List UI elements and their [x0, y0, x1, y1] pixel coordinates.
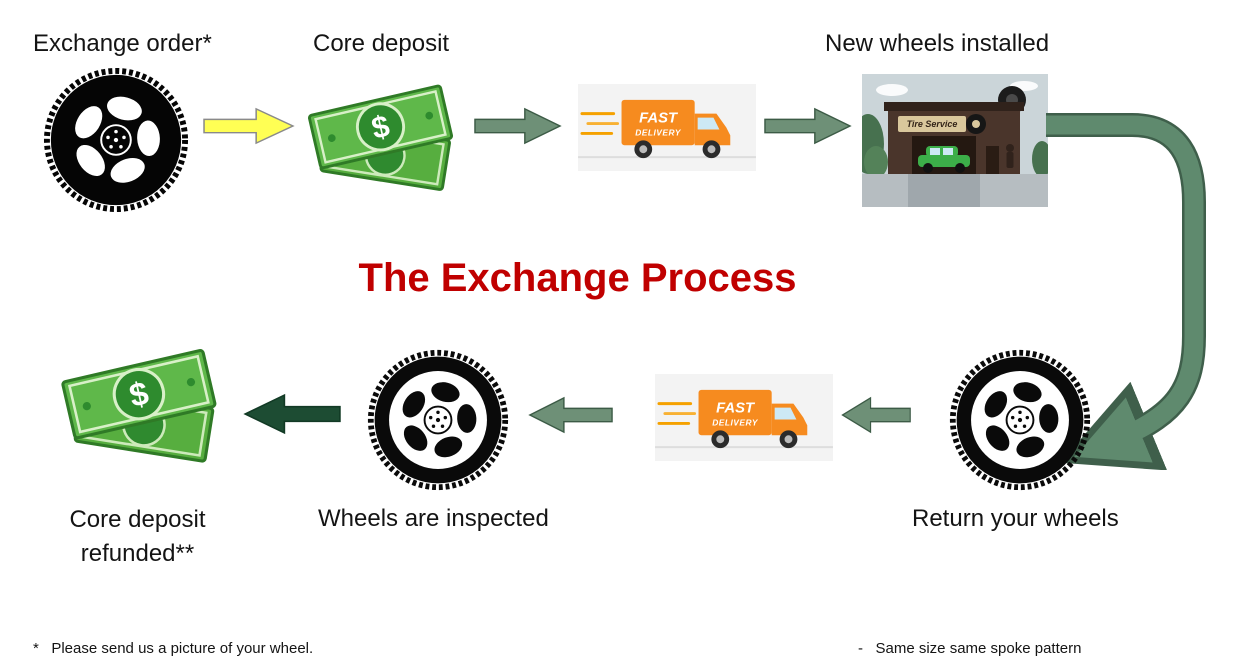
- truck-text-fast: FAST: [639, 111, 679, 127]
- label-core-deposit-refunded: Core deposit refunded**: [40, 503, 235, 571]
- arrow-deposit-to-shipping: [474, 107, 562, 145]
- arrow-install-to-return: [1040, 98, 1250, 470]
- black-wheel-icon: [42, 66, 190, 214]
- footnote-picture: * Please send us a picture of your wheel…: [33, 640, 314, 657]
- truck-text-delivery: DELIVERY: [635, 127, 682, 137]
- footnote-same-size: - Same size same spoke pattern: [858, 640, 1082, 657]
- arrow-shipping-to-inspection: [528, 396, 613, 434]
- page-title: The Exchange Process: [358, 256, 797, 300]
- truck-text-delivery: DELIVERY: [712, 417, 759, 427]
- label-wheels-are-inspected: Wheels are inspected: [318, 505, 549, 532]
- label-core-deposit: Core deposit: [313, 30, 450, 57]
- money-refund-icon: $: [48, 338, 233, 473]
- refund-label-line1: Core deposit: [69, 506, 206, 533]
- label-exchange-order: Exchange order*: [33, 30, 212, 57]
- white-wheel-icon-return: [948, 348, 1092, 492]
- shop-sign-text: Tire Service: [907, 119, 958, 129]
- money-icon: $: [292, 75, 472, 200]
- white-wheel-icon-inspected: [366, 348, 510, 492]
- delivery-truck-icon-return: FAST DELIVERY: [655, 374, 833, 461]
- truck-text-fast: FAST: [716, 401, 756, 417]
- label-return-your-wheels: Return your wheels: [912, 505, 1119, 532]
- tire-service-shop-icon: Tire Service: [862, 74, 1048, 207]
- footnotes-left: * Please send us a picture of your wheel…: [33, 594, 313, 666]
- label-new-wheels-installed: New wheels installed: [825, 30, 1050, 57]
- arrow-shipping-to-install: [764, 107, 852, 145]
- footnotes-right: - Same size same spoke pattern - No chro…: [858, 594, 1148, 666]
- refund-label-line2: refunded**: [80, 540, 195, 567]
- arrow-return-to-shipping: [841, 396, 911, 434]
- arrow-exchange-to-deposit: [203, 107, 295, 145]
- arrow-inspection-to-refund: [243, 393, 341, 435]
- delivery-truck-icon: FAST DELIVERY: [578, 84, 756, 171]
